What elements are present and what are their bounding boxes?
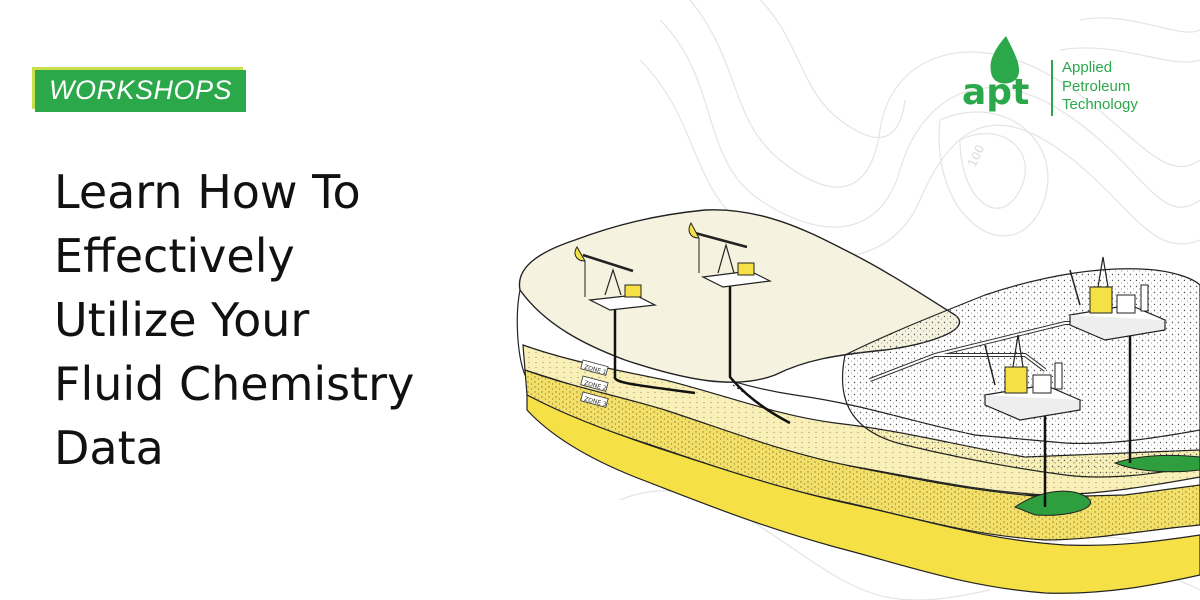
reservoir-left: [1013, 490, 1091, 516]
apt-logo-mark: apt: [962, 36, 1029, 113]
offshore-platform-front: [982, 334, 1083, 421]
svg-text:100: 100: [965, 143, 987, 170]
pumpjack-left: [574, 246, 658, 311]
headline-line: Learn How To: [54, 165, 361, 219]
logo-line: Petroleum: [1062, 77, 1131, 95]
logo-line: Technology: [1062, 96, 1138, 113]
logo-mark-text: apt: [962, 72, 1029, 113]
offshore-platform-back: [1067, 256, 1168, 341]
headline-line: Fluid Chemistry: [54, 357, 415, 411]
logo-wordmark: Applied Petroleum Technology: [1062, 59, 1138, 115]
workshops-badge: WORKSHOPS: [35, 70, 247, 112]
headline-line: Effectively: [54, 229, 295, 283]
pumpjack-right: [688, 221, 773, 288]
horizontal-well-perforations: [732, 384, 789, 424]
zone-2-label-box: [580, 375, 609, 392]
logo-line: Applied: [1062, 59, 1113, 76]
well-bores: [613, 283, 1132, 507]
reservoir-right: [1113, 454, 1200, 473]
headline-line: Utilize Your: [54, 293, 310, 347]
zone-3-label-box: [580, 391, 609, 408]
oilfield-cross-section-illustration: ZONE 1 ZONE 2 ZONE 3: [516, 209, 1200, 594]
headline-line: Data: [54, 421, 164, 475]
company-logo: apt Applied Petroleum Technology: [958, 34, 1158, 124]
headline: Learn How To Effectively Utilize Your Fl…: [54, 160, 514, 480]
zone-1-label-box: [580, 359, 609, 376]
logo-divider: [1051, 60, 1053, 116]
zone-labels: [580, 359, 609, 408]
